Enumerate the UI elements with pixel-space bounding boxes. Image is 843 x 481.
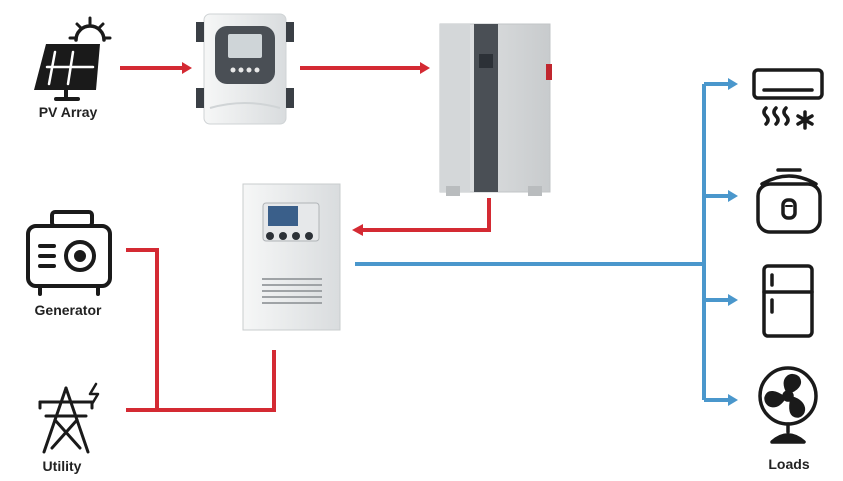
inverter-vent — [262, 278, 322, 304]
power-tower-icon — [38, 382, 100, 454]
utility-label: Utility — [42, 458, 82, 474]
generator-label: Generator — [34, 302, 102, 318]
line-utility-to-inverter — [126, 350, 276, 412]
line-generator-to-junction — [126, 248, 159, 410]
fan-icon — [758, 366, 818, 444]
loads-label: Loads — [768, 456, 810, 472]
arrow-to-controller — [182, 62, 192, 74]
loads-label-wrap: Loads — [768, 456, 810, 472]
ac-arrowheads — [728, 78, 738, 406]
arrow-to-battery — [420, 62, 430, 74]
solar-panel-icon — [34, 16, 112, 101]
arrow-to-cooker — [728, 190, 738, 202]
line-battery-to-inverter — [362, 198, 491, 232]
arrow-to-fan — [728, 394, 738, 406]
generator-label-wrap: Generator — [34, 302, 102, 318]
charge-controller — [196, 13, 294, 125]
pv-array-label-wrap: PV Array — [38, 104, 98, 120]
arrow-to-inverter — [352, 224, 363, 236]
pv-array-label: PV Array — [38, 104, 98, 120]
utility-label-wrap: Utility — [42, 458, 82, 474]
rice-cooker-icon — [756, 168, 822, 234]
inverter — [242, 183, 341, 331]
dc-arrowheads — [182, 62, 430, 236]
arrow-to-fridge — [728, 294, 738, 306]
air-conditioner-icon — [752, 68, 824, 130]
arrow-to-ac — [728, 78, 738, 90]
battery-pack — [439, 23, 552, 196]
ac-connection-lines — [355, 82, 728, 402]
generator-icon — [26, 210, 112, 296]
refrigerator-icon — [762, 264, 814, 338]
dc-connection-lines — [120, 66, 491, 412]
